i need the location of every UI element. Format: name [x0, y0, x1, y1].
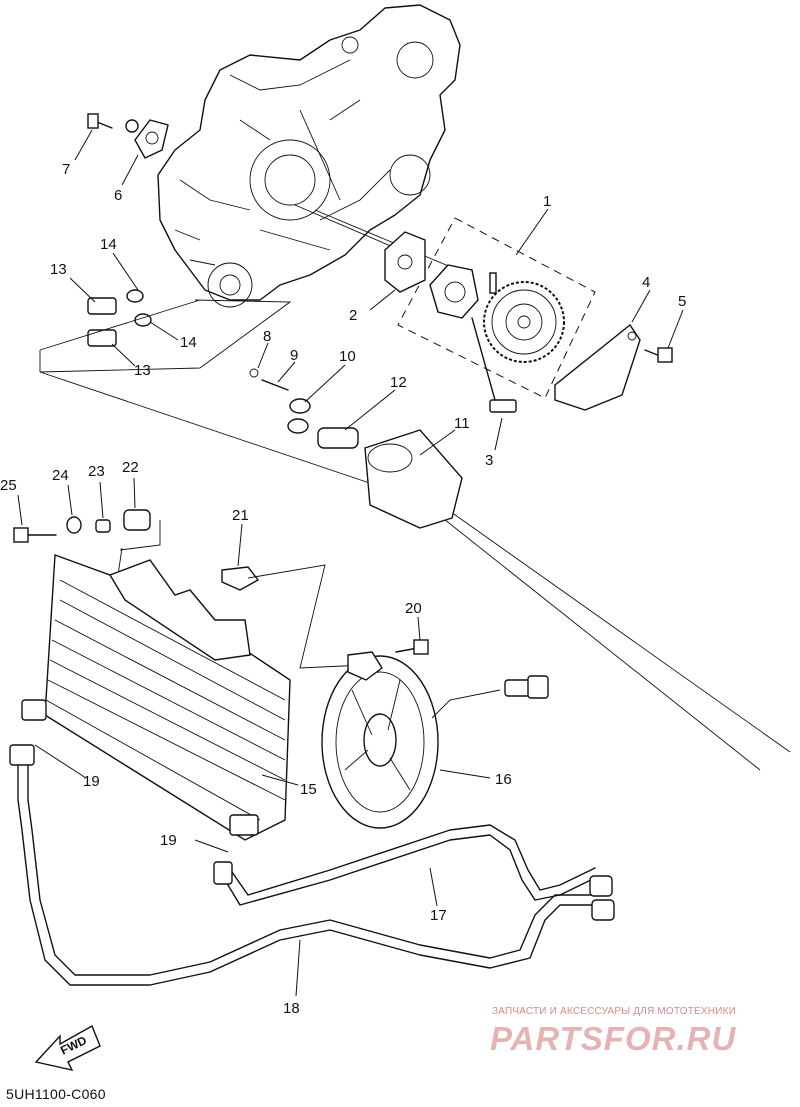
callout-14-bottom: 14 [180, 334, 197, 351]
watermark-logo: PARTSFOR.RU [490, 1020, 737, 1057]
cooling-fan [321, 651, 549, 829]
bolt-5 [644, 347, 673, 363]
callout-18: 18 [283, 1000, 300, 1017]
oil-cooler [21, 554, 291, 841]
callout-16: 16 [495, 771, 512, 788]
callout-11: 11 [454, 415, 470, 432]
bolt-20 [395, 639, 429, 655]
watermark-tagline: ЗАПЧАСТИ И АКСЕССУАРЫ ДЛЯ МОТОТЕХНИКИ [492, 1006, 737, 1017]
callout-25: 25 [0, 477, 17, 494]
callout-10: 10 [339, 348, 356, 365]
bolt-7 [87, 113, 113, 129]
callout-24: 24 [52, 467, 69, 484]
callout-9: 9 [290, 347, 298, 364]
diagram-code: 5UH1100-C060 [6, 1086, 106, 1102]
fwd-arrow: FWD [34, 1024, 101, 1072]
fitting-6 [125, 119, 169, 159]
callout-3: 3 [485, 452, 493, 469]
oil-pump-gear [483, 281, 565, 363]
oil-pump-cover [384, 231, 426, 293]
callout-7: 7 [62, 161, 70, 178]
callout-6: 6 [114, 187, 122, 204]
leader-lines [17, 129, 684, 997]
callout-13-top: 13 [50, 261, 67, 278]
callout-20: 20 [405, 600, 422, 617]
callout-23: 23 [88, 463, 105, 480]
callout-8: 8 [263, 328, 271, 345]
mount-hardware [13, 509, 161, 576]
callout-19-left: 19 [83, 773, 100, 790]
callout-5: 5 [678, 293, 686, 310]
oil-pump-group-outline [397, 217, 596, 399]
callout-19-right: 19 [160, 832, 177, 849]
assembly-guide-lines [39, 299, 791, 771]
bolt-3 [471, 317, 517, 413]
oil-hose-17 [213, 824, 615, 921]
callout-12: 12 [390, 374, 407, 391]
callout-4: 4 [642, 274, 650, 291]
callout-14-top: 14 [100, 236, 117, 253]
pump-side-cover [554, 323, 641, 411]
oil-pump-rotor [429, 264, 497, 319]
callout-2: 2 [349, 307, 357, 324]
callout-1: 1 [543, 193, 551, 210]
callouts: 1 2 3 4 5 6 7 8 9 10 11 12 13 13 14 14 1… [0, 161, 686, 1017]
bracket-21 [221, 564, 366, 669]
oil-hose-18 [9, 744, 601, 986]
oil-filter-parts [249, 368, 463, 529]
callout-22: 22 [122, 459, 139, 476]
callout-13-bottom: 13 [134, 362, 151, 379]
callout-15: 15 [300, 781, 317, 798]
callout-21: 21 [232, 507, 249, 524]
callout-17: 17 [430, 907, 447, 924]
